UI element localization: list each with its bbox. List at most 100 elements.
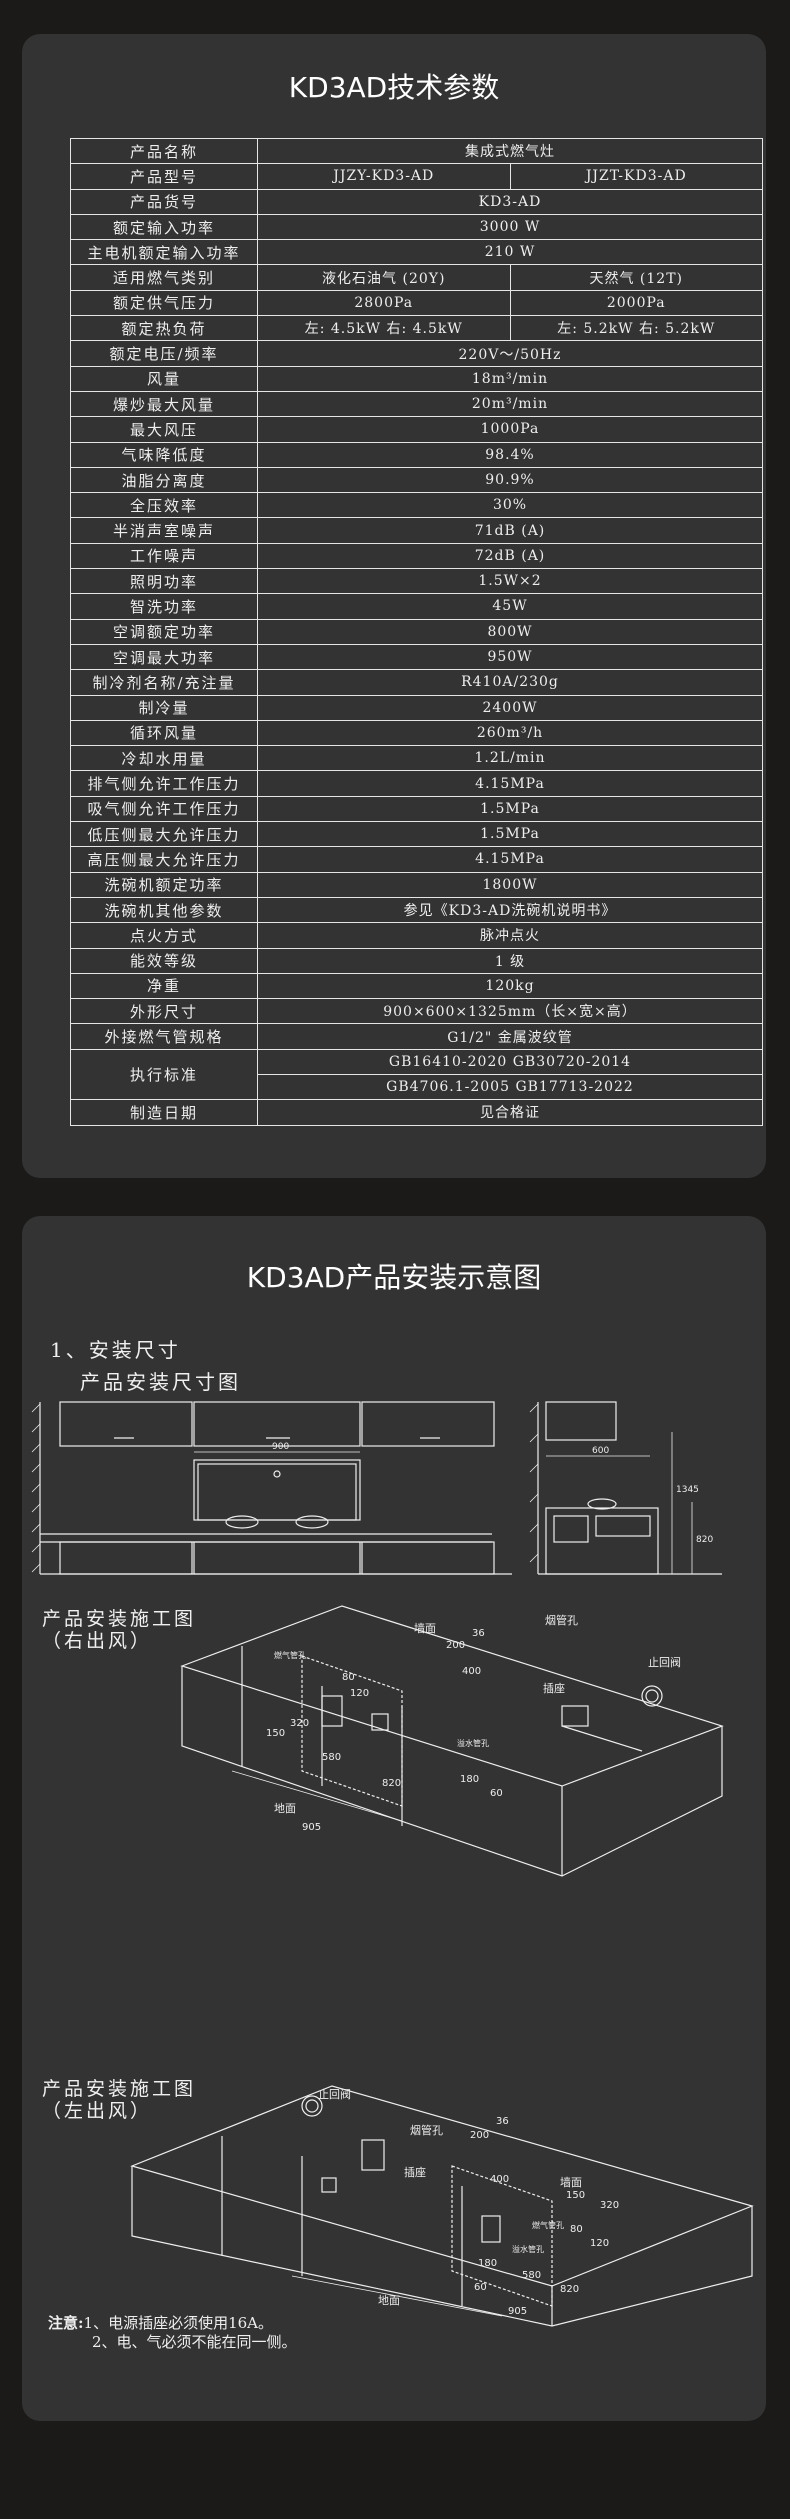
spec-label: 制冷剂名称/充注量 bbox=[70, 669, 258, 696]
spec-label: 高压侧最大允许压力 bbox=[70, 846, 258, 873]
spec-value: R410A/230g bbox=[257, 669, 763, 696]
dim-height-label: 1345 bbox=[676, 1485, 699, 1495]
spec-value: 1800W bbox=[257, 871, 763, 898]
right-dim-f: 150 bbox=[266, 1728, 285, 1739]
spec-label: 额定供气压力 bbox=[70, 289, 258, 317]
spec-label: 冷却水用量 bbox=[70, 745, 258, 772]
spec-row: 制造日期见合格证 bbox=[70, 1099, 763, 1126]
spec-label: 吸气侧允许工作压力 bbox=[70, 795, 258, 823]
spec-label: 产品型号 bbox=[70, 163, 258, 190]
left-dim-f: 150 bbox=[566, 2190, 585, 2201]
left-check-valve-label: 止回阀 bbox=[318, 2087, 351, 2101]
spec-value-1: 左: 4.5kW 右: 4.5kW bbox=[257, 315, 511, 342]
spec-label: 气味降低度 bbox=[70, 441, 258, 468]
spec-value: 71dB (A) bbox=[257, 517, 763, 544]
spec-value: 260m³/h bbox=[257, 719, 763, 747]
spec-title: KD3AD技术参数 bbox=[288, 71, 500, 104]
installation-elevation-diagram: 900 600 1345 820 bbox=[31, 1401, 722, 1575]
install-card: KD3AD产品安装示意图 1、安装尺寸 产品安装尺寸图 bbox=[22, 1216, 766, 2421]
left-wall-label: 墙面 bbox=[560, 2175, 582, 2189]
left-outlet-construction-diagram: 止回阀 烟管孔 插座 墙面 地面 燃气管孔 溢水管孔 200 36 400 12… bbox=[130, 2085, 754, 2327]
spec-value: 3000 W bbox=[257, 213, 763, 241]
spec-value: 参见《KD3-AD洗碗机说明书》 bbox=[257, 896, 763, 924]
right-outlet-subheading: （右出风） bbox=[42, 1630, 153, 1652]
spec-value-2: 左: 5.2kW 右: 5.2kW bbox=[509, 315, 763, 342]
spec-label: 照明功率 bbox=[70, 568, 258, 595]
spec-row: 产品名称集成式燃气灶 bbox=[70, 137, 763, 165]
right-floor-label: 地面 bbox=[274, 1802, 296, 1815]
right-dim-h: 580 bbox=[322, 1752, 341, 1763]
notes-prefix: 注意: bbox=[48, 2314, 84, 2332]
spec-value: 98.4% bbox=[257, 441, 763, 468]
spec-label: 全压效率 bbox=[70, 492, 258, 519]
spec-value: 20m³/min bbox=[257, 390, 763, 418]
spec-label: 低压侧最大允许压力 bbox=[70, 821, 258, 848]
install-notes: 注意:1、电源插座必须使用16A。 2、电、气必须不能在同一侧。 bbox=[48, 2314, 297, 2352]
dim-counter-label: 820 bbox=[696, 1535, 713, 1545]
spec-row: 点火方式脉冲点火 bbox=[70, 922, 763, 949]
spec-value: 1.2L/min bbox=[257, 745, 763, 772]
spec-value: 1.5W×2 bbox=[257, 568, 763, 595]
spec-label: 循环风量 bbox=[70, 719, 258, 747]
spec-value: 45W bbox=[257, 593, 763, 620]
right-dim-b: 36 bbox=[472, 1628, 485, 1639]
spec-value: 800W bbox=[257, 618, 763, 645]
left-gas-hole-label: 燃气管孔 bbox=[532, 2220, 564, 2230]
spec-value: 4.15MPa bbox=[257, 770, 763, 797]
spec-label: 洗碗机额定功率 bbox=[70, 871, 258, 898]
right-dim-j: 905 bbox=[302, 1822, 321, 1833]
right-pipe-hole-label: 烟管孔 bbox=[545, 1613, 578, 1627]
right-dim-g: 320 bbox=[290, 1718, 309, 1729]
spec-label: 主电机额定输入功率 bbox=[70, 239, 258, 266]
spec-value: 72dB (A) bbox=[257, 542, 763, 570]
spec-value: 集成式燃气灶 bbox=[257, 137, 763, 165]
spec-value: 900×600×1325mm（长×宽×高） bbox=[257, 998, 763, 1025]
spec-label: 外接燃气管规格 bbox=[70, 1023, 258, 1050]
spec-value: 18m³/min bbox=[257, 365, 763, 392]
spec-value: 1.5MPa bbox=[257, 795, 763, 823]
spec-value: 1 级 bbox=[257, 947, 763, 974]
spec-label: 工作噪声 bbox=[70, 542, 258, 570]
right-gas-hole-label: 燃气管孔 bbox=[274, 1650, 306, 1660]
spec-label: 额定热负荷 bbox=[70, 315, 258, 342]
spec-label: 洗碗机其他参数 bbox=[70, 896, 258, 924]
spec-value: 90.9% bbox=[257, 466, 763, 494]
spec-value-2: 2000Pa bbox=[509, 289, 763, 317]
right-socket-label: 插座 bbox=[543, 1681, 565, 1695]
note-1: 1、电源插座必须使用16A。 bbox=[83, 2314, 274, 2332]
spec-row: 适用燃气类别液化石油气 (20Y)天然气 (12T) bbox=[70, 264, 763, 291]
spec-value: 220V～/50Hz bbox=[257, 340, 763, 367]
spec-label: 能效等级 bbox=[70, 947, 258, 974]
spec-value-1: JJZY-KD3-AD bbox=[257, 163, 511, 190]
right-dim-e: 400 bbox=[462, 1666, 481, 1677]
left-socket-label: 插座 bbox=[404, 2165, 426, 2179]
left-dim-d: 120 bbox=[590, 2238, 609, 2249]
left-dim-k: 180 bbox=[478, 2258, 497, 2269]
right-wall-label: 墙面 bbox=[414, 1621, 436, 1635]
left-dim-l: 60 bbox=[474, 2282, 487, 2293]
left-dim-e: 80 bbox=[570, 2224, 583, 2235]
right-check-valve-label: 止回阀 bbox=[648, 1655, 681, 1669]
spec-label: 风量 bbox=[70, 365, 258, 392]
left-dim-b: 36 bbox=[496, 2116, 509, 2127]
left-drain-hole-label: 溢水管孔 bbox=[512, 2244, 544, 2254]
left-dim-i: 820 bbox=[560, 2284, 579, 2295]
